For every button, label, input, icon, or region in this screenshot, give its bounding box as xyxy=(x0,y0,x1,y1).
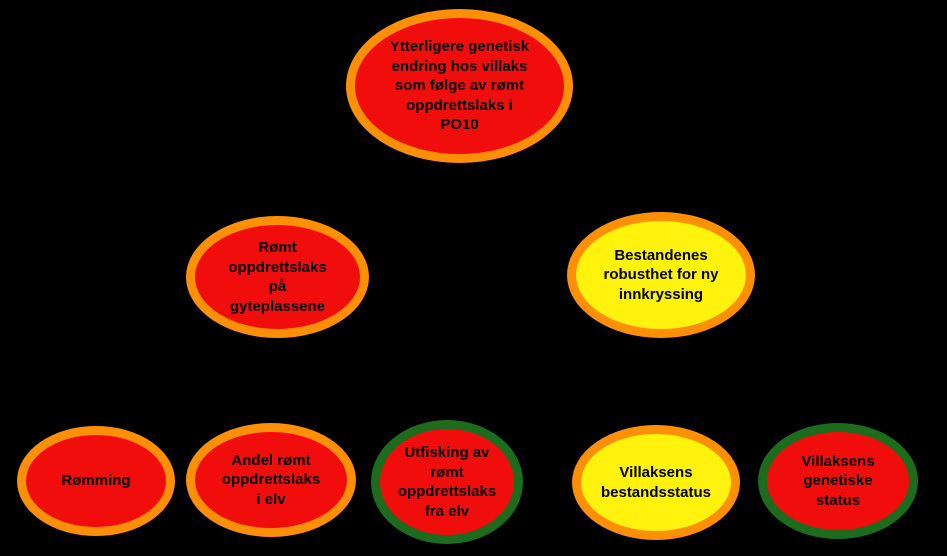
node-villaksens-bestandsstatus: Villaksens bestandsstatus xyxy=(572,425,740,540)
node-romming-label: Rømming xyxy=(61,472,131,490)
node-romming: Rømming xyxy=(17,426,175,536)
node-utfisking-fra-elv-label: Utfisking av rømt oppdrettslaks fra elv xyxy=(397,444,497,520)
node-villaksens-genetiske-status: Villaksens genetiske status xyxy=(758,423,918,539)
node-root-label: Ytterligere genetisk endring hos villaks… xyxy=(389,38,530,134)
node-andel-romt-i-elv-label: Andel rømt oppdrettslaks i elv xyxy=(221,451,321,508)
node-root-ytterligere-genetisk-endring: Ytterligere genetisk endring hos villaks… xyxy=(346,9,573,163)
node-bestandenes-robusthet-label: Bestandenes robusthet for ny innkryssing xyxy=(603,246,719,303)
node-bestandenes-robusthet: Bestandenes robusthet for ny innkryssing xyxy=(567,212,755,338)
node-villaksens-bestandsstatus-label: Villaksens bestandsstatus xyxy=(600,464,712,501)
node-utfisking-fra-elv: Utfisking av rømt oppdrettslaks fra elv xyxy=(371,420,523,544)
node-romt-oppdrettslaks-gyteplassene-label: Rømt oppdrettslaks på gyteplassene xyxy=(228,239,327,315)
node-romt-oppdrettslaks-gyteplassene: Rømt oppdrettslaks på gyteplassene xyxy=(186,216,369,338)
node-villaksens-genetiske-status-label: Villaksens genetiske status xyxy=(801,452,875,509)
node-andel-romt-i-elv: Andel rømt oppdrettslaks i elv xyxy=(186,423,356,537)
